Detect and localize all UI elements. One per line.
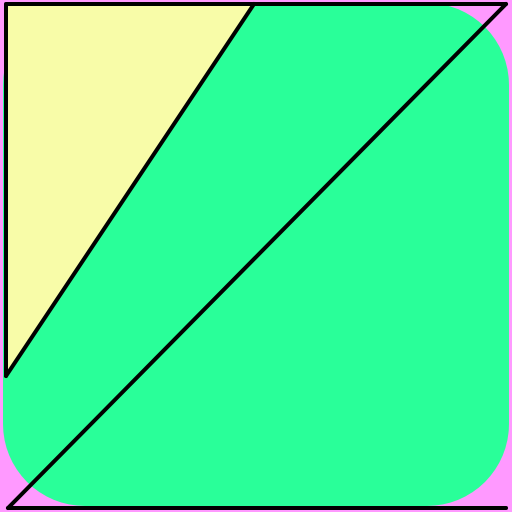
diagonal-line-long xyxy=(6,2,508,510)
diagonal-line-upper xyxy=(4,2,256,378)
black-frame-outline xyxy=(4,2,508,378)
